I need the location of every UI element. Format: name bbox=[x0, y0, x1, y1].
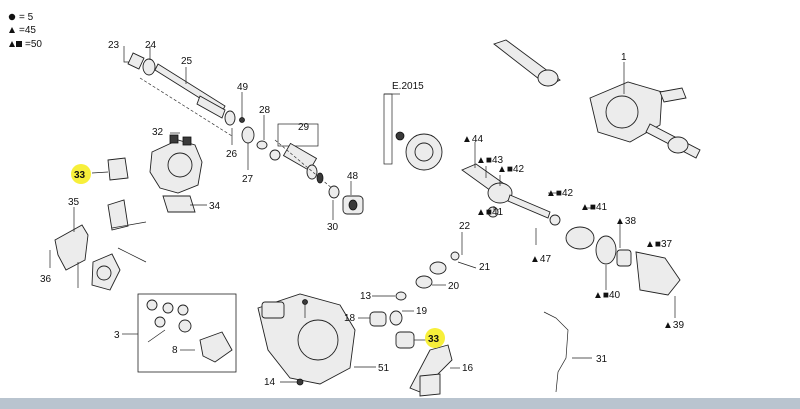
callout-25: 25 bbox=[181, 56, 193, 67]
bottom-scrollbar-strip bbox=[0, 398, 800, 409]
callout-40: ▲■40 bbox=[593, 290, 620, 301]
dot-symbol-icon bbox=[8, 13, 16, 21]
callout-49: 49 bbox=[237, 82, 249, 93]
callout-32: 32 bbox=[152, 127, 164, 138]
square-symbol-icon bbox=[16, 41, 22, 47]
callout-29: 29 bbox=[298, 122, 310, 133]
callout-27: 27 bbox=[242, 174, 254, 185]
callout-36: 36 bbox=[40, 274, 52, 285]
triangle-symbol-icon bbox=[9, 27, 15, 33]
callout-41-right: ▲■41 bbox=[580, 202, 607, 213]
lower-arm-group bbox=[395, 331, 460, 397]
callout-22: 22 bbox=[459, 221, 471, 232]
callout-33-highlighted: 33 bbox=[428, 334, 440, 345]
callout-26: 26 bbox=[226, 149, 238, 160]
differential-housing-left bbox=[91, 132, 207, 213]
callout-47: ▲47 bbox=[530, 254, 551, 265]
cap-and-seal bbox=[328, 181, 364, 220]
callout-42-left: ▲■42 bbox=[497, 164, 524, 175]
breather-hose bbox=[543, 311, 592, 393]
callout-1: 1 bbox=[621, 52, 627, 63]
callout-43: ▲■43 bbox=[476, 155, 503, 166]
highlight-marker bbox=[71, 164, 91, 184]
callout-38: ▲38 bbox=[615, 216, 636, 227]
callout-14: 14 bbox=[264, 377, 276, 388]
internal-gears-box bbox=[122, 293, 237, 373]
callout-35: 35 bbox=[68, 197, 80, 208]
callout-8: 8 bbox=[172, 345, 178, 356]
drive-shaft-assembly bbox=[461, 142, 561, 226]
callout-41-left: ▲■41 bbox=[476, 207, 503, 218]
callout-37: ▲■37 bbox=[645, 239, 672, 250]
highlight-marker bbox=[425, 328, 445, 348]
legend-value-2: =45 bbox=[19, 25, 36, 36]
axle-assembly-overview bbox=[493, 39, 701, 159]
callout-44: ▲44 bbox=[462, 134, 483, 145]
bearing-parts bbox=[358, 232, 477, 327]
callout-33-highlighted: 33 bbox=[74, 170, 86, 181]
legend-value-3: =50 bbox=[25, 39, 42, 50]
callout-51: 51 bbox=[378, 363, 390, 374]
callout-28: 28 bbox=[259, 105, 271, 116]
callout-39: ▲39 bbox=[663, 320, 684, 331]
hub-reference-group bbox=[383, 93, 443, 171]
reference-label: E.2015 bbox=[392, 81, 424, 92]
callout-21: 21 bbox=[479, 262, 491, 273]
legend-value-1: = 5 bbox=[19, 12, 34, 23]
callout-42-right: ▲■42 bbox=[546, 188, 573, 199]
upper-shaft-group bbox=[123, 46, 236, 137]
callout-30: 30 bbox=[327, 222, 339, 233]
callout-3: 3 bbox=[114, 330, 120, 341]
triangle-symbol-icon bbox=[9, 41, 15, 47]
differential-housing-center bbox=[257, 293, 376, 386]
callout-34: 34 bbox=[209, 201, 221, 212]
callout-23: 23 bbox=[108, 40, 120, 51]
callout-24: 24 bbox=[145, 40, 157, 51]
pinion-small-parts bbox=[231, 92, 281, 170]
callout-20: 20 bbox=[448, 281, 460, 292]
callout-18: 18 bbox=[344, 313, 356, 324]
callout-labels: E.2015 1 3 8 13 14 16 18 19 20 21 22 23 … bbox=[40, 40, 684, 388]
callout-13: 13 bbox=[360, 291, 372, 302]
callout-48: 48 bbox=[347, 171, 359, 182]
clutch-assembly bbox=[274, 123, 341, 196]
callout-31: 31 bbox=[596, 354, 608, 365]
mounting-bracket bbox=[49, 199, 147, 291]
callout-19: 19 bbox=[416, 306, 428, 317]
cv-joint-right bbox=[535, 192, 681, 318]
legend: = 5 =45 =50 bbox=[8, 12, 42, 50]
callout-16: 16 bbox=[462, 363, 474, 374]
